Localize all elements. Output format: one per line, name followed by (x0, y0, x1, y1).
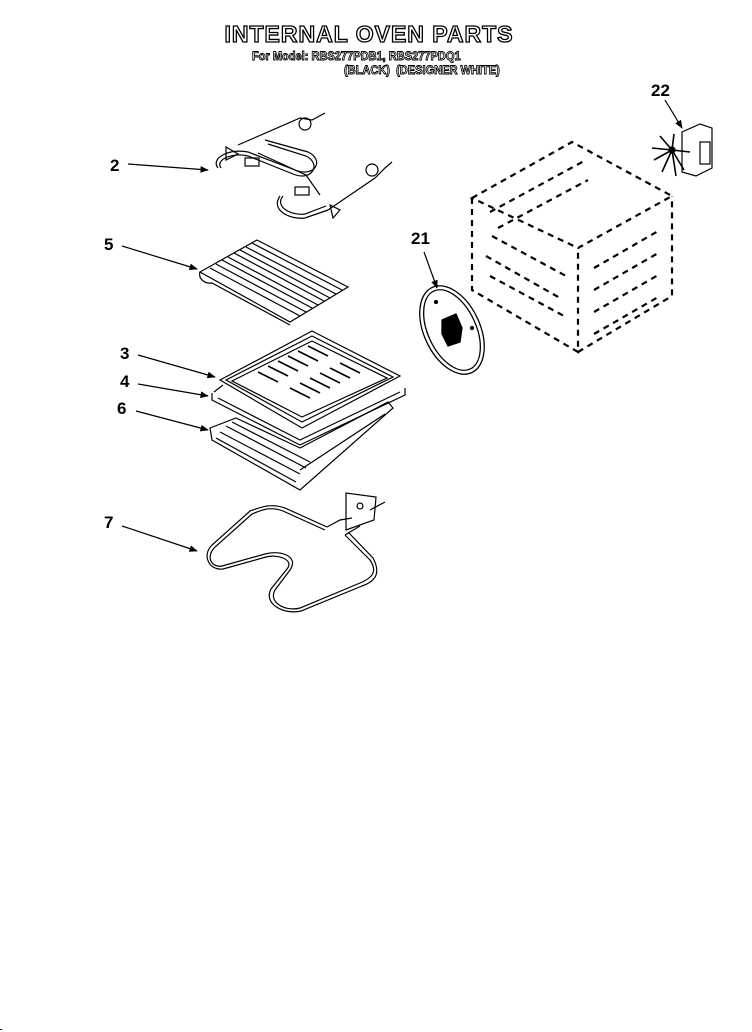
broil-element-drawing (215, 112, 393, 220)
callout-21: 21 (411, 229, 430, 248)
fan-motor-drawing (651, 123, 713, 177)
fan-cover-drawing (419, 285, 485, 375)
model-colors: (BLACK) (DESIGNER WHITE) (344, 63, 501, 77)
oven-liner-drawing (469, 140, 675, 354)
scan-mark (0, 1029, 2, 1030)
callout-2: 2 (110, 156, 120, 175)
broiler-pan-drawing (209, 330, 406, 491)
callout-4: 4 (120, 372, 130, 391)
leader-lines (121, 99, 683, 552)
diagram-title: INTERNAL OVEN PARTS (224, 21, 514, 47)
broiler-grid-drawing (198, 239, 350, 326)
callout-5: 5 (104, 235, 114, 254)
callout-3: 3 (120, 344, 130, 363)
bake-element-drawing (206, 492, 386, 613)
model-numbers: For Model: RBS277PDB1, RBS277PDQ1 (252, 49, 461, 63)
callout-7: 7 (104, 513, 114, 532)
callout-6: 6 (117, 399, 127, 418)
callout-22: 22 (651, 81, 670, 100)
